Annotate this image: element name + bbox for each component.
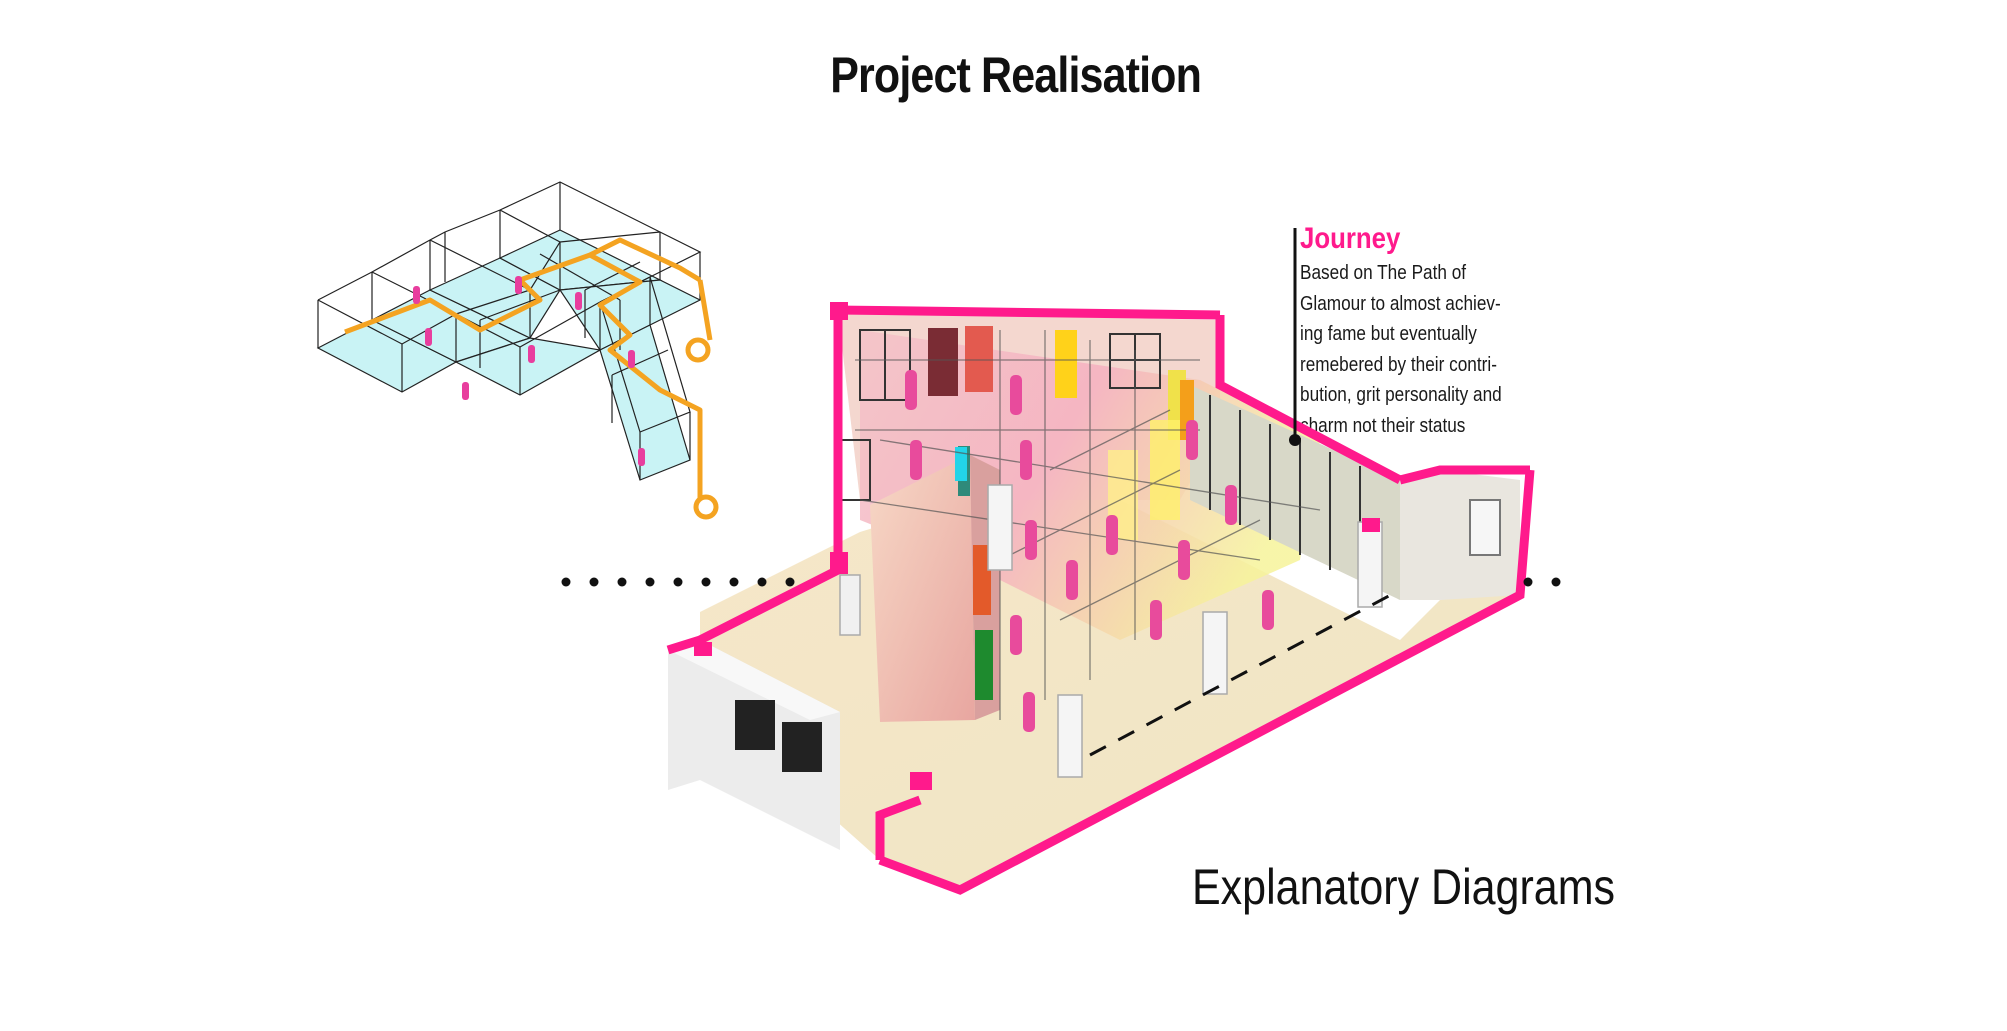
explanatory-diagrams-label: Explanatory Diagrams [1192,859,1616,915]
main-axonometric [666,302,1535,895]
path-endpoint-marker [693,494,719,520]
annotation-leader-dot [1289,434,1301,446]
journey-path [344,252,703,470]
left-wall-top [668,640,840,720]
journey-path [588,237,702,283]
dotted-leader-right [1523,577,1561,587]
annex-wall [1400,470,1520,600]
dotted-leader-left [561,577,795,587]
journey-line: charm not their status [1300,414,1466,437]
path-endpoint-marker [685,337,711,363]
journey-annotation: Journey Based on The Path of Glamour to … [1300,222,1550,441]
annex-door [1469,499,1501,556]
journey-line: remebered by their contri- [1300,353,1497,376]
circulation-dashed-line [1089,588,1401,757]
journey-line: bution, grit personality and [1300,384,1502,406]
journey-description: Based on The Path of Glamour to almost a… [1300,258,1551,441]
visitor-figures [905,370,1274,732]
display-wall [1190,385,1400,600]
journey-line: Glamour to almost achiev- [1300,292,1501,315]
central-plinth [870,455,975,722]
journey-line: ing fame but eventually [1300,323,1477,345]
journey-heading: Journey [1300,222,1401,255]
journey-line: Based on The Path of [1300,262,1467,284]
key-plan-figures [413,276,645,466]
key-plan-diagram [316,181,719,520]
page-title: Project Realisation [830,47,1202,103]
pillars [839,484,1383,778]
